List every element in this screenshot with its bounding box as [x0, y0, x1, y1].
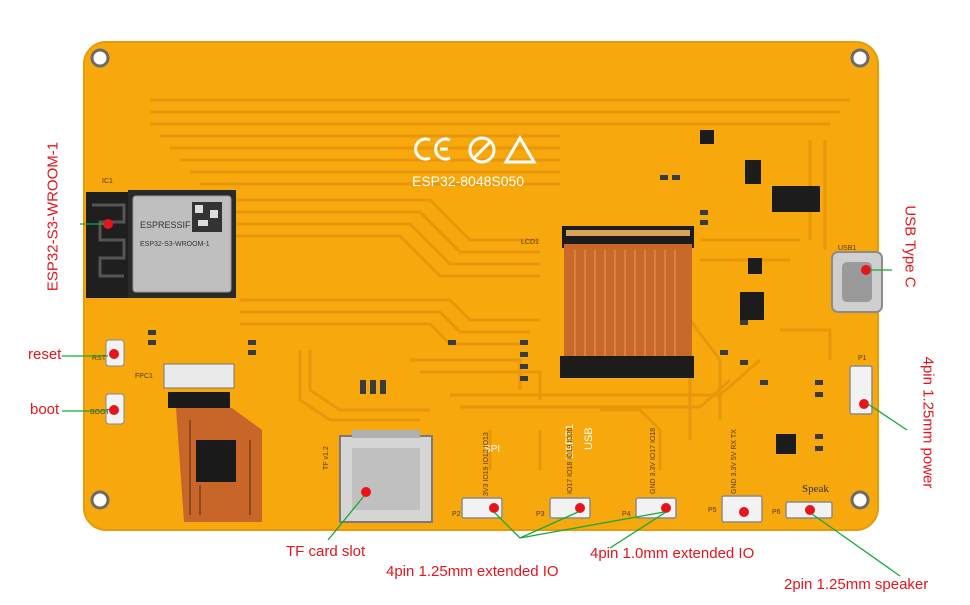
p4-label: P4 — [622, 511, 631, 518]
fpc-label: FPC1 — [135, 373, 153, 380]
uart-silk: UART1 — [564, 424, 576, 460]
board-model: ESP32-8048S050 — [412, 173, 524, 189]
p5-pins: GND 3.3V 5V RX TX — [731, 429, 738, 494]
module-annotation: ESP32-S3-WROOM-1 — [44, 141, 62, 292]
pcb-traces — [150, 98, 850, 470]
p6-label: P6 — [772, 509, 781, 516]
usb-label: USB1 — [838, 245, 856, 252]
tf-silk: TF v1.2 — [323, 446, 330, 470]
certification-marks — [414, 135, 537, 164]
speak-silk: Speak — [802, 483, 829, 495]
usb-annotation: USB Type C — [901, 205, 919, 288]
p2-label: P2 — [452, 511, 461, 518]
rst-silk: RST — [92, 355, 107, 362]
esp32-module — [86, 190, 236, 298]
usb-silk: USB — [583, 427, 595, 450]
marker-dots — [103, 219, 871, 517]
connector-labels: P2 P3 P4 P5 P6 P1 — [452, 355, 867, 518]
module-ic-label: IC1 — [102, 178, 113, 185]
module-brand: ESPRESSIF — [140, 220, 191, 230]
p3-label: P3 — [536, 511, 545, 518]
mounting-holes — [90, 48, 870, 510]
leader-lines — [62, 223, 908, 577]
spi-silk: SPI — [484, 444, 500, 455]
p5-label: P5 — [708, 507, 717, 514]
ext10-annotation: 4pin 1.0mm extended IO — [590, 545, 755, 562]
lcd-label: LCD1 — [521, 239, 539, 246]
tf-annotation: TF card slot — [286, 543, 366, 560]
power-annotation: 4pin 1.25mm power — [919, 356, 937, 489]
boot-annotation: boot — [30, 401, 60, 418]
ext125-annotation: 4pin 1.25mm extended IO — [386, 563, 559, 580]
p2-pins: 3V3 IO19 IO12 IO13 — [483, 432, 490, 496]
touch-fpc — [163, 363, 262, 522]
module-name: ESP32-S3-WROOM-1 — [140, 241, 210, 248]
reset-annotation: reset — [28, 346, 62, 363]
p3-pins: IO17 IO18 IO19 IO20 — [567, 427, 574, 494]
p1-label: P1 — [858, 355, 867, 362]
p4-pins: GND 3.3V IO17 IO18 — [650, 428, 657, 494]
lcd-flex-cable — [560, 226, 694, 378]
smd-chips — [700, 130, 820, 454]
smd-passives — [148, 175, 823, 451]
boot-silk: BOOT — [90, 409, 111, 416]
tf-card-slot — [339, 430, 433, 523]
speaker-annotation: 2pin 1.25mm speaker — [784, 576, 929, 593]
usb-c-connector — [831, 251, 883, 313]
